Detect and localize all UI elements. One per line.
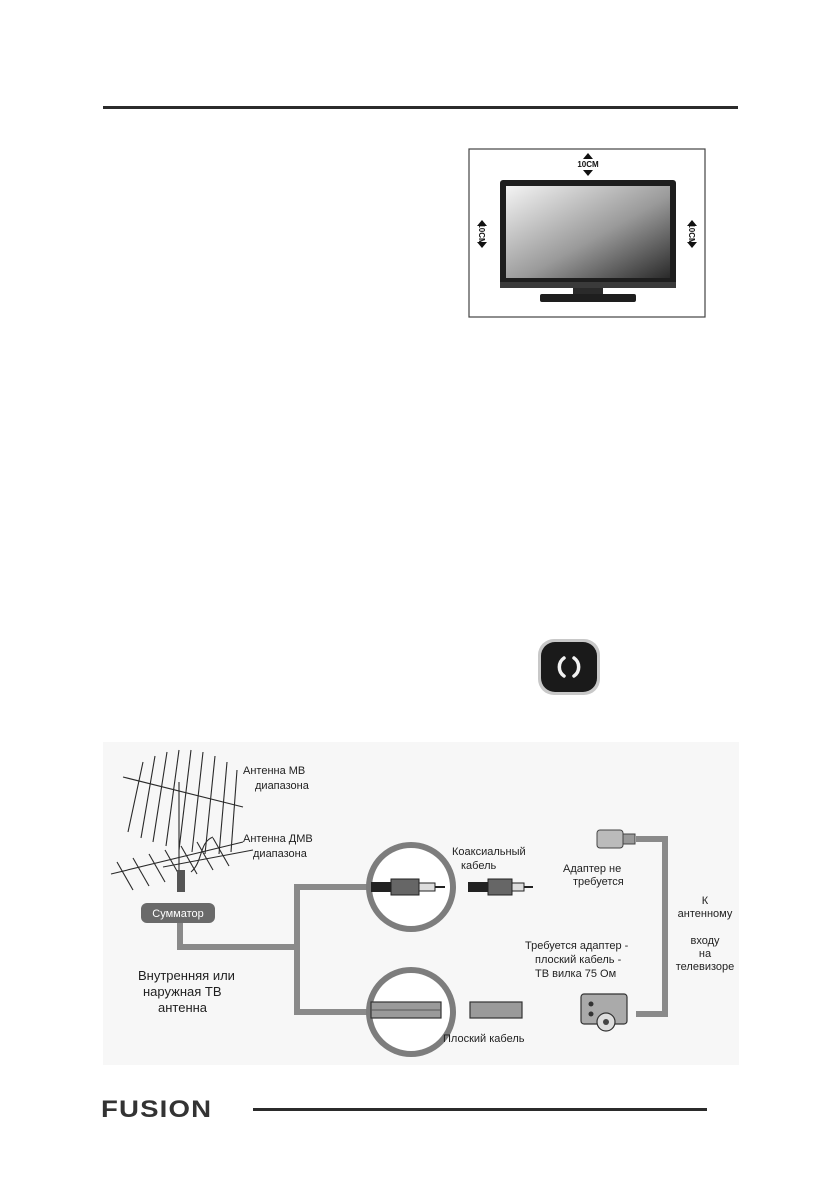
antenna-connection-diagram: Антенна МВ диапазона Антенна ДМВ диапазо…: [103, 742, 739, 1065]
svg-text:Сумматор: Сумматор: [152, 908, 203, 920]
header-rule: [103, 106, 738, 109]
svg-text:10CM: 10CM: [477, 223, 486, 245]
clearance-arrow-top: 10CM: [577, 153, 599, 176]
svg-text:Антенна МВ: Антенна МВ: [243, 765, 305, 777]
svg-text:на: на: [699, 948, 712, 960]
tv-clearance-figure: 10CM 10CM 10CM: [468, 148, 706, 318]
svg-text:ТВ вилка 75 Ом: ТВ вилка 75 Ом: [535, 968, 616, 980]
cable-runs: [177, 836, 668, 1017]
svg-text:К: К: [702, 895, 709, 907]
vhf-antenna-illustration: [122, 749, 244, 892]
svg-text:Антенна ДМВ: Антенна ДМВ: [243, 833, 313, 845]
svg-text:Коаксиальный: Коаксиальный: [452, 846, 526, 858]
fusion-logo: FUSION: [101, 1096, 213, 1123]
svg-text:антенному: антенному: [678, 908, 733, 920]
svg-text:10CM: 10CM: [577, 160, 599, 169]
coax-cable-magnifier: [366, 842, 456, 932]
clearance-arrow-left: 10CM: [477, 220, 487, 248]
flat-to-coax-adapter-icon: [580, 993, 628, 1032]
svg-text:плоский кабель -: плоский кабель -: [535, 954, 622, 966]
svg-text:кабель: кабель: [461, 860, 497, 872]
svg-text:телевизоре: телевизоре: [676, 961, 734, 973]
power-standby-icon: [538, 639, 600, 695]
tv-screen: [506, 186, 670, 278]
svg-text:антенна: антенна: [158, 1000, 208, 1015]
flat-cable-sample: [469, 1001, 523, 1019]
svg-text:диапазона: диапазона: [255, 780, 310, 792]
footer-rule: [253, 1108, 707, 1111]
uhf-antenna-illustration: [110, 836, 254, 891]
tv-stand: [540, 294, 636, 302]
svg-text:входу: входу: [690, 935, 720, 947]
svg-text:диапазона: диапазона: [253, 848, 308, 860]
svg-text:требуется: требуется: [573, 876, 624, 888]
svg-text:наружная ТВ: наружная ТВ: [143, 984, 222, 999]
clearance-arrow-right: 10CM: [687, 220, 697, 248]
coax-plug-icon: [596, 829, 636, 849]
svg-text:Внутренняя или: Внутренняя или: [138, 968, 235, 983]
svg-text:Плоский кабель: Плоский кабель: [443, 1033, 525, 1045]
combiner-box: Сумматор: [141, 903, 215, 923]
flat-cable-magnifier: [366, 967, 456, 1057]
svg-text:10CM: 10CM: [687, 223, 696, 245]
coax-cable-sample: [468, 878, 533, 896]
svg-text:Адаптер не: Адаптер не: [563, 863, 621, 875]
svg-text:Требуется адаптер -: Требуется адаптер -: [525, 940, 629, 952]
tv-neck: [573, 288, 603, 294]
